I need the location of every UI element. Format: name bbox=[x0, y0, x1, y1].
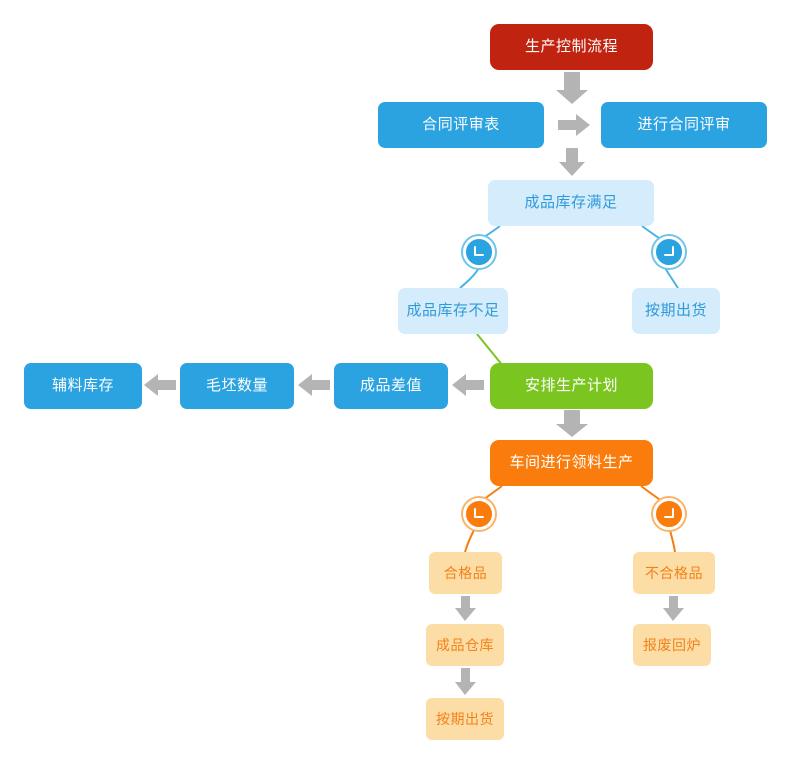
node-contract-review-form[interactable]: 合同评审表 bbox=[378, 102, 544, 148]
arrow-down-left-icon bbox=[474, 246, 484, 256]
node-ship-on-schedule-upper[interactable]: 按期出货 bbox=[632, 288, 720, 334]
arrow-right-form-to-review bbox=[558, 114, 590, 136]
arrow-down-review-to-stock bbox=[559, 148, 585, 176]
connector-curve-ship-down bbox=[664, 267, 679, 289]
arrow-left-blank-to-aux bbox=[144, 374, 176, 396]
node-finished-stock-sufficient[interactable]: 成品库存满足 bbox=[488, 180, 654, 226]
node-production-control-process[interactable]: 生产控制流程 bbox=[490, 24, 653, 70]
decision-marker-stock-left[interactable] bbox=[463, 236, 495, 268]
node-unqualified-product[interactable]: 不合格品 bbox=[633, 552, 715, 594]
arrow-down-plan-to-production bbox=[556, 410, 588, 437]
node-qualified-product[interactable]: 合格品 bbox=[429, 552, 502, 594]
arrow-down-right-icon bbox=[664, 508, 674, 518]
decision-marker-quality-left[interactable] bbox=[463, 498, 495, 530]
node-conduct-contract-review[interactable]: 进行合同评审 bbox=[601, 102, 767, 148]
arrow-down-right-icon bbox=[664, 246, 674, 256]
connector-curve-shortage-down bbox=[459, 267, 480, 289]
decision-marker-stock-right[interactable] bbox=[653, 236, 685, 268]
node-finished-goods-warehouse[interactable]: 成品仓库 bbox=[426, 624, 504, 666]
arrow-left-diff-to-blank bbox=[298, 374, 330, 396]
connector-curve-pass-down bbox=[464, 529, 475, 553]
arrow-down-pass-to-warehouse bbox=[455, 596, 476, 621]
node-blank-quantity[interactable]: 毛坯数量 bbox=[180, 363, 294, 409]
arrow-down-warehouse-to-ship bbox=[455, 668, 476, 695]
node-auxiliary-material-stock[interactable]: 辅料库存 bbox=[24, 363, 142, 409]
arrow-down-fail-to-scrap bbox=[663, 596, 684, 621]
node-scrap-remelt[interactable]: 报废回炉 bbox=[633, 624, 711, 666]
node-workshop-material-production[interactable]: 车间进行领料生产 bbox=[490, 440, 653, 486]
decision-marker-quality-right[interactable] bbox=[653, 498, 685, 530]
arrow-left-plan-to-diff bbox=[452, 374, 484, 396]
connector-curve-fail-down bbox=[669, 529, 676, 553]
node-arrange-production-plan[interactable]: 安排生产计划 bbox=[490, 363, 653, 409]
connector-line-shortage-to-plan bbox=[476, 333, 504, 367]
node-finished-goods-difference[interactable]: 成品差值 bbox=[334, 363, 448, 409]
arrow-down-left-icon bbox=[474, 508, 484, 518]
node-finished-stock-insufficient[interactable]: 成品库存不足 bbox=[398, 288, 508, 334]
arrow-down-title-to-stock bbox=[556, 72, 588, 104]
node-ship-on-schedule-lower[interactable]: 按期出货 bbox=[426, 698, 504, 740]
